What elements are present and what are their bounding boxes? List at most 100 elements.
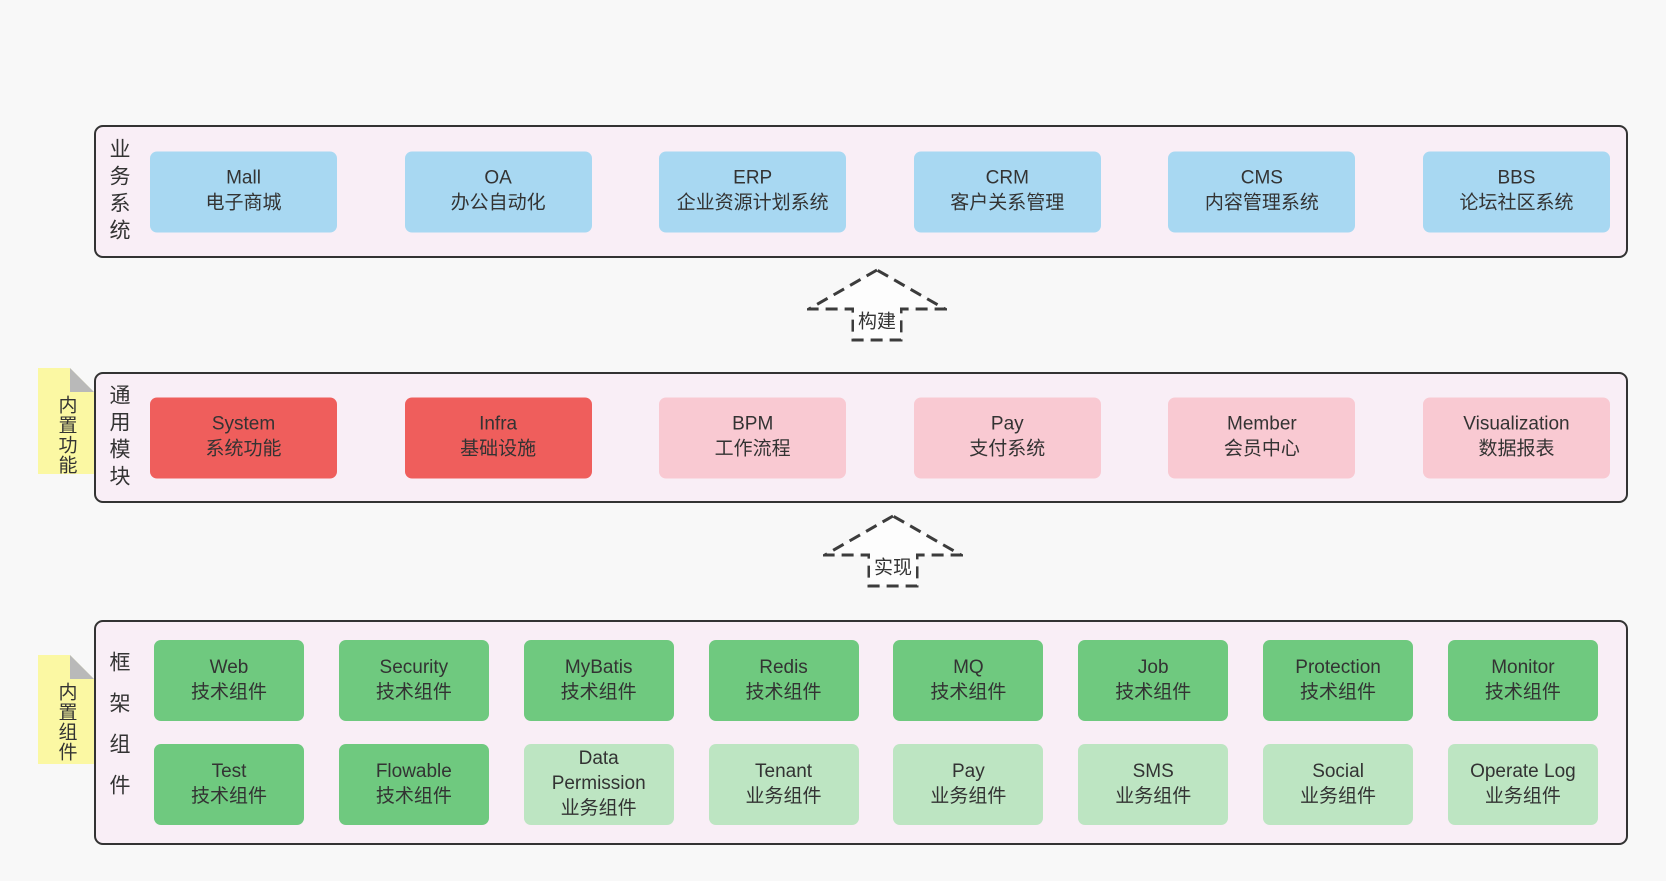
- panel-business-systems: 业务系统 Mall 电子商城 OA 办公自动化 ERP 企业资源计划系统 CRM…: [94, 125, 1628, 258]
- box-name: Job: [1137, 656, 1169, 678]
- panel-framework-components: 框架组件 Web 技术组件 Security 技术组件 MyBatis 技术组件…: [94, 620, 1628, 845]
- box-data-permission: Data Permission 业务组件: [523, 744, 674, 825]
- box-web: Web 技术组件: [154, 640, 304, 721]
- box-erp: ERP 企业资源计划系统: [659, 151, 847, 232]
- box-name: Protection: [1295, 656, 1381, 678]
- framework-box-row-2: Test 技术组件 Flowable 技术组件 Data Permission …: [154, 744, 1598, 825]
- box-operate-log: Operate Log 业务组件: [1447, 744, 1598, 825]
- box-subtitle: 办公自动化: [450, 192, 546, 214]
- modules-box-row: System 系统功能 Infra 基础设施 BPM 工作流程 Pay 支付系统…: [150, 397, 1610, 478]
- box-subtitle: 支付系统: [969, 438, 1046, 460]
- box-flowable: Flowable 技术组件: [338, 744, 489, 825]
- box-security: Security 技术组件: [338, 640, 489, 721]
- box-system: System 系统功能: [150, 397, 337, 478]
- box-cms: CMS 内容管理系统: [1168, 151, 1356, 232]
- box-name: SMS: [1132, 760, 1174, 782]
- box-member: Member 会员中心: [1168, 397, 1356, 478]
- box-name: BBS: [1497, 167, 1536, 189]
- box-name: Web: [209, 656, 249, 678]
- sticky-note-label: 内置组件: [55, 682, 77, 762]
- box-mq: MQ 技术组件: [893, 640, 1044, 721]
- box-oa: OA 办公自动化: [404, 151, 592, 232]
- box-subtitle: 技术组件: [1484, 681, 1561, 703]
- box-name: Infra: [479, 413, 518, 435]
- box-redis: Redis 技术组件: [708, 640, 859, 721]
- box-name: Pay: [990, 413, 1024, 435]
- box-tenant: Tenant 业务组件: [708, 744, 859, 825]
- box-subtitle: 技术组件: [375, 681, 452, 703]
- framework-box-row-1: Web 技术组件 Security 技术组件 MyBatis 技术组件 Redi…: [154, 640, 1598, 721]
- box-subtitle: 技术组件: [560, 681, 637, 703]
- box-name: Member: [1227, 413, 1297, 435]
- box-name: Visualization: [1463, 413, 1570, 435]
- box-sms: SMS 业务组件: [1078, 744, 1229, 825]
- box-name: OA: [484, 167, 512, 189]
- box-name: Social: [1312, 760, 1364, 782]
- box-subtitle: 业务组件: [1115, 785, 1192, 807]
- box-name: Mall: [226, 167, 261, 189]
- box-job: Job 技术组件: [1078, 640, 1229, 721]
- box-pay-system: Pay 支付系统: [913, 397, 1101, 478]
- box-subtitle: 技术组件: [1115, 681, 1192, 703]
- box-subtitle: 技术组件: [190, 681, 267, 703]
- box-name: Tenant: [755, 760, 813, 782]
- arrow-label-implement: 实现: [869, 551, 917, 581]
- box-subtitle: 技术组件: [190, 785, 267, 807]
- box-subtitle: 企业资源计划系统: [676, 192, 829, 214]
- box-subtitle: 业务组件: [1484, 785, 1561, 807]
- box-mybatis: MyBatis 技术组件: [523, 640, 674, 721]
- box-test: Test 技术组件: [154, 744, 304, 825]
- box-name: CMS: [1240, 167, 1283, 189]
- box-name: Flowable: [375, 760, 452, 782]
- up-arrow-icon: [807, 268, 947, 342]
- sticky-note-label: 内置功能: [55, 395, 77, 475]
- box-subtitle: 会员中心: [1223, 438, 1300, 460]
- box-subtitle: 技术组件: [745, 681, 822, 703]
- box-name: Test: [211, 760, 247, 782]
- box-name: BPM: [732, 413, 774, 435]
- box-name: Monitor: [1491, 656, 1555, 678]
- box-pay-component: Pay 业务组件: [893, 744, 1044, 825]
- box-subtitle: 业务组件: [1300, 785, 1377, 807]
- panel-label-business-systems: 业务系统: [107, 137, 130, 246]
- box-crm: CRM 客户关系管理: [913, 151, 1101, 232]
- box-subtitle: 业务组件: [560, 797, 637, 819]
- box-monitor: Monitor 技术组件: [1447, 640, 1598, 721]
- panel-label-common-modules: 通用模块: [107, 383, 130, 492]
- box-subtitle: 客户关系管理: [950, 192, 1065, 214]
- box-subtitle: 内容管理系统: [1204, 192, 1319, 214]
- box-subtitle: 数据报表: [1478, 438, 1555, 460]
- box-name: MyBatis: [564, 656, 633, 678]
- box-subtitle: 业务组件: [930, 785, 1007, 807]
- up-arrow-icon: [823, 514, 963, 588]
- box-name: Data Permission: [551, 748, 646, 795]
- sticky-note-builtin-components: 内置组件: [38, 655, 94, 764]
- business-box-row: Mall 电子商城 OA 办公自动化 ERP 企业资源计划系统 CRM 客户关系…: [150, 151, 1610, 232]
- box-bpm: BPM 工作流程: [659, 397, 847, 478]
- box-subtitle: 论坛社区系统: [1459, 192, 1574, 214]
- box-subtitle: 电子商城: [205, 192, 282, 214]
- box-subtitle: 技术组件: [375, 785, 452, 807]
- box-subtitle: 系统功能: [205, 438, 282, 460]
- arrow-label-build: 构建: [853, 305, 901, 335]
- box-subtitle: 工作流程: [714, 438, 791, 460]
- box-protection: Protection 技术组件: [1263, 640, 1414, 721]
- box-subtitle: 业务组件: [745, 785, 822, 807]
- box-social: Social 业务组件: [1263, 744, 1414, 825]
- box-subtitle: 技术组件: [930, 681, 1007, 703]
- box-infra: Infra 基础设施: [404, 397, 592, 478]
- box-name: Redis: [759, 656, 808, 678]
- box-name: Operate Log: [1470, 760, 1576, 782]
- box-subtitle: 技术组件: [1300, 681, 1377, 703]
- box-mall: Mall 电子商城: [150, 151, 337, 232]
- panel-label-framework-components: 框架组件: [107, 650, 130, 815]
- box-bbs: BBS 论坛社区系统: [1422, 151, 1610, 232]
- box-name: ERP: [733, 167, 773, 189]
- box-name: MQ: [953, 656, 984, 678]
- box-subtitle: 基础设施: [460, 438, 537, 460]
- sticky-note-builtin-features: 内置功能: [38, 368, 94, 475]
- box-name: Pay: [952, 760, 985, 782]
- box-name: Security: [379, 656, 449, 678]
- box-name: System: [211, 413, 276, 435]
- box-name: CRM: [985, 167, 1029, 189]
